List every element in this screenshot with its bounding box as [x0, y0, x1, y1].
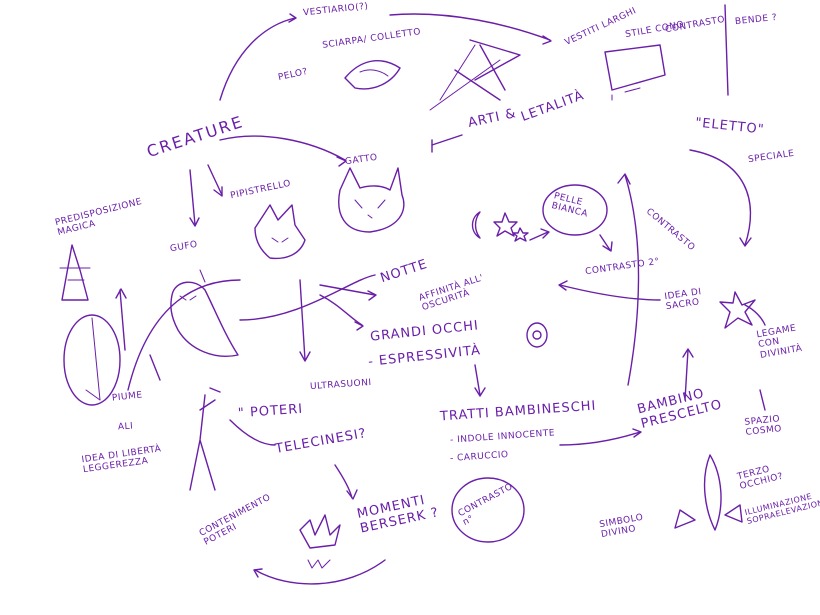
node-ali: ALI [117, 421, 134, 433]
arrow-affinita-sacro [559, 284, 661, 301]
eye-sketch [526, 322, 548, 348]
arrow-vestiario-vesti [389, 13, 551, 41]
arrow-bat-notte [239, 274, 376, 321]
arrow-creature-gatto [219, 135, 346, 161]
arrow-affinita-pelle [529, 231, 549, 241]
bat-head-sketch [254, 204, 306, 260]
wizard-sketch [61, 244, 89, 301]
figure-sketch [189, 387, 221, 491]
sparkle-sketch [719, 291, 756, 329]
arrow-owl-occhi [319, 294, 363, 326]
arrow-telecinesi-momenti [334, 464, 353, 499]
star-sketch [493, 212, 518, 237]
circle-contrasto [451, 477, 525, 543]
scarf-sketch [344, 60, 401, 90]
berserk-sketch [299, 514, 341, 549]
moon-sketch [471, 211, 481, 239]
arrow-bat-ultrasuoni [299, 279, 306, 361]
arrow-bambino-sacro [684, 349, 689, 401]
third-eye-sketch [703, 454, 722, 531]
cloth-sketch [454, 39, 521, 101]
arrow-creature-gufo [189, 169, 196, 226]
arrow-pelle-contrasto2 [599, 234, 611, 251]
arrow-momenti-contenimento [254, 559, 386, 585]
arrow-occhi-tratti [474, 364, 481, 396]
arrow-gatto-arti [431, 134, 463, 146]
cat-head-sketch [338, 167, 405, 233]
arrow-loop-contrasto [624, 174, 640, 386]
circle-pelle-bianca [542, 184, 608, 236]
arrow-creature-pipistrello [207, 164, 223, 196]
arrow-creature-vestiario [219, 17, 296, 101]
wing-sketch [63, 314, 121, 406]
arrow-tratti-bambino [559, 431, 641, 446]
arrow-eletto-sacro [689, 149, 752, 246]
cone-sketch [604, 44, 666, 91]
owl-sketch [170, 281, 239, 357]
